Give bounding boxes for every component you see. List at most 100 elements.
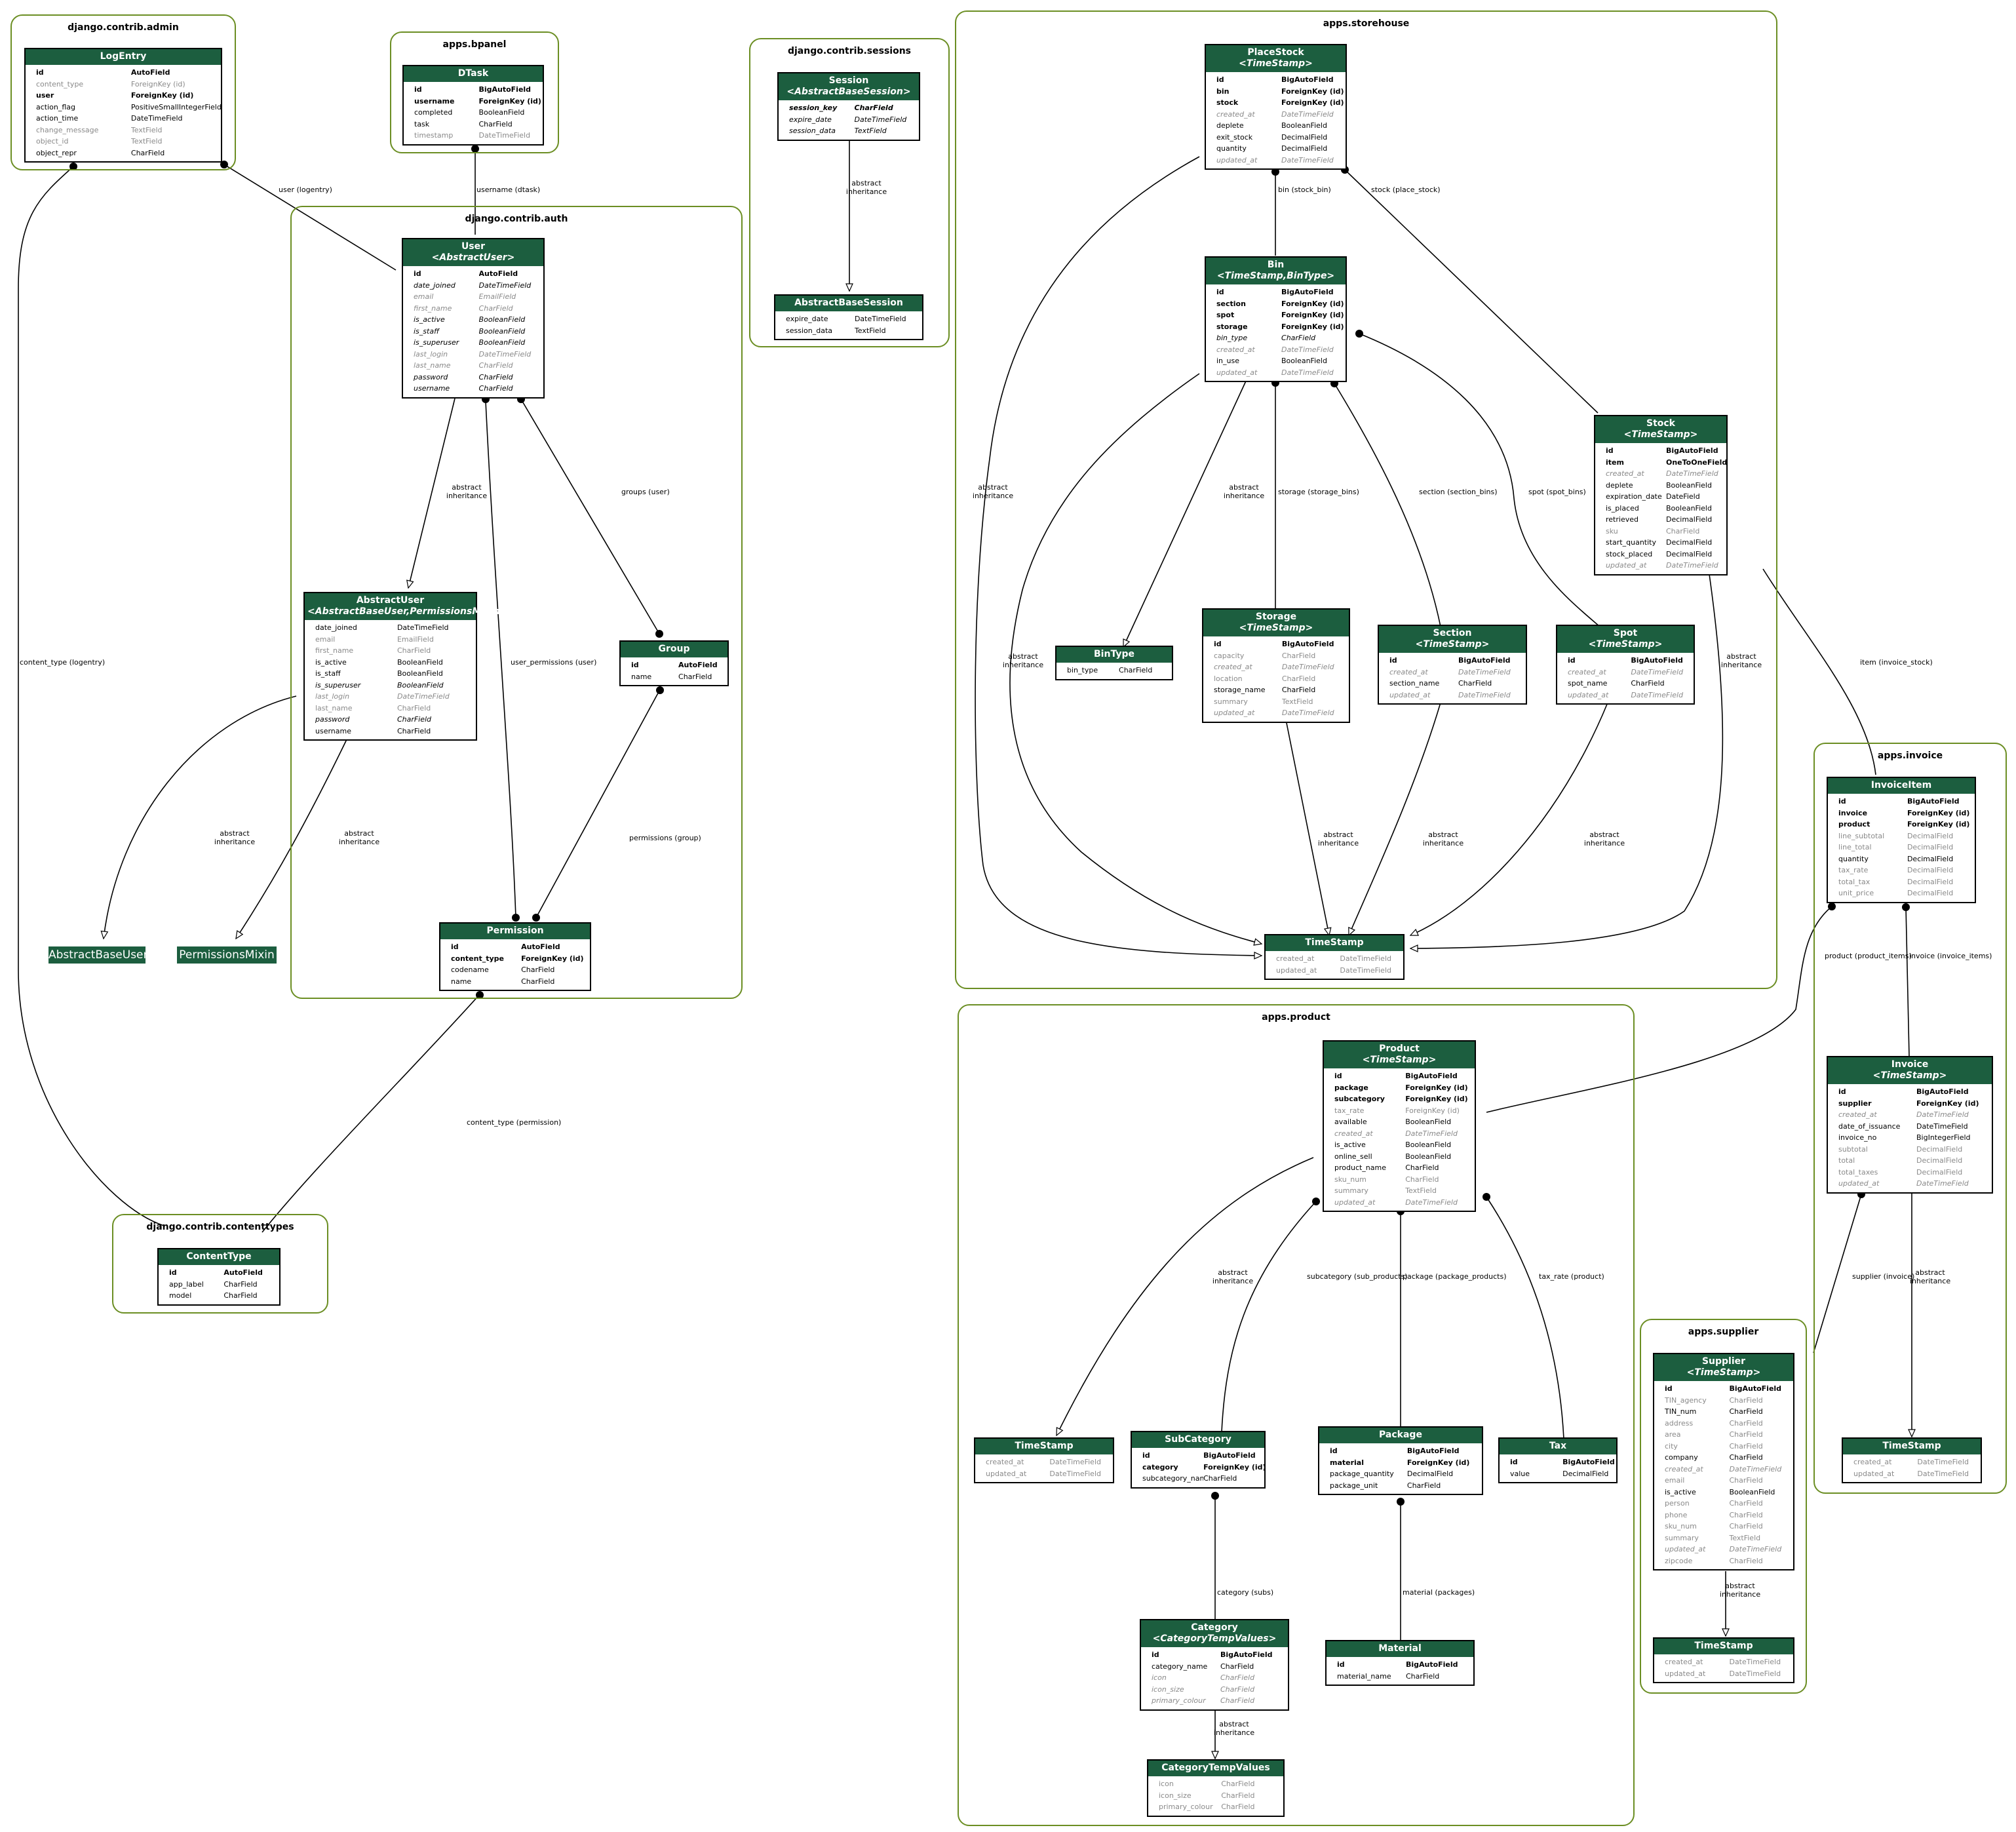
edge-label-supplier-invoice: supplier (invoice) xyxy=(1852,1272,1914,1281)
cluster-admin: django.contrib.admin xyxy=(10,14,236,170)
field-name: created_at xyxy=(1665,1658,1703,1666)
model-base-classes: <TimeStamp> xyxy=(1872,1070,1947,1081)
field-type: AutoField xyxy=(223,1268,263,1277)
field-type: BigAutoField xyxy=(1562,1458,1615,1466)
field-type: CharField xyxy=(1729,1453,1763,1462)
field-name: package_unit xyxy=(1330,1481,1378,1490)
field-type: ForeignKey (id) xyxy=(1405,1106,1460,1115)
field-name: item xyxy=(1606,458,1624,467)
field-type: CharField xyxy=(223,1291,258,1300)
field-type: CharField xyxy=(478,119,513,128)
field-type: BooleanField xyxy=(397,680,444,690)
model-title: CategoryTempValues xyxy=(1161,1763,1270,1773)
field-type: DateTimeField xyxy=(1729,1464,1782,1473)
field-name: name xyxy=(451,977,472,986)
field-name: created_at xyxy=(1568,667,1606,676)
field-type: DateTimeField xyxy=(1916,1110,1969,1119)
field-type: BigAutoField xyxy=(1406,1447,1460,1455)
field-type: TextField xyxy=(854,127,887,135)
model-header: Supplier<TimeStamp> xyxy=(1654,1354,1793,1381)
field-name: is_active xyxy=(1665,1487,1696,1496)
field-name: person xyxy=(1665,1499,1690,1508)
field-type: CharField xyxy=(1729,1430,1763,1439)
field-name: created_at xyxy=(986,1458,1024,1466)
field-type: BigAutoField xyxy=(1631,656,1683,665)
field-name: exit_stock xyxy=(1216,132,1253,142)
field-type: TextField xyxy=(854,326,886,335)
node-abstractbaseuser[interactable]: AbstractBaseUser xyxy=(48,946,148,964)
field-type: TextField xyxy=(1729,1533,1761,1542)
field-name: change_message xyxy=(36,125,99,134)
field-type: TextField xyxy=(1405,1186,1437,1195)
field-name: date_of_issuance xyxy=(1838,1121,1901,1131)
field-name: updated_at xyxy=(1606,561,1647,570)
model-abstract-user[interactable]: AbstractUser<AbstractBaseUser,Permission… xyxy=(303,592,508,741)
model-title: Spot xyxy=(1613,628,1638,638)
field-name: deplete xyxy=(1216,121,1244,130)
cluster-title: django.contrib.admin xyxy=(68,22,179,33)
field-type: DateTimeField xyxy=(1729,1658,1781,1666)
field-name: task xyxy=(414,119,430,128)
field-type: DecimalField xyxy=(1666,538,1713,547)
field-type: AutoField xyxy=(130,68,170,77)
field-name: model xyxy=(169,1291,192,1300)
field-name: icon xyxy=(1159,1780,1174,1788)
field-type: DecimalField xyxy=(1907,866,1954,874)
model-header: TimeStamp xyxy=(1266,935,1403,951)
field-type: DateTimeField xyxy=(1666,469,1718,478)
field-name: updated_at xyxy=(1334,1198,1376,1207)
field-type: CharField xyxy=(1220,1685,1255,1694)
field-type: BooleanField xyxy=(397,669,443,678)
field-name: id xyxy=(169,1268,177,1277)
field-type: DecimalField xyxy=(1907,831,1954,840)
model-header: Product<TimeStamp> xyxy=(1324,1042,1475,1068)
node-permissionsmixin[interactable]: PermissionsMixin xyxy=(177,946,277,964)
